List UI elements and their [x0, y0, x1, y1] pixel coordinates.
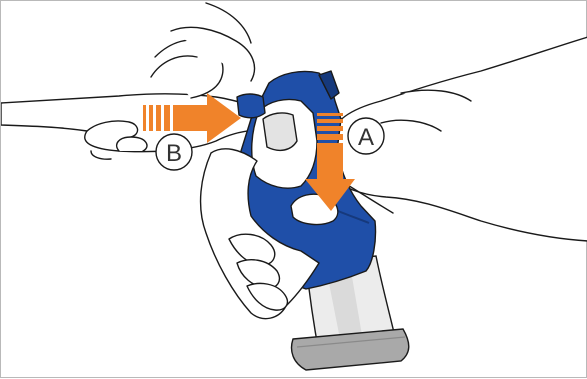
- callout-a-label: A: [358, 124, 374, 151]
- callout-a: A: [348, 118, 384, 154]
- callout-b: B: [156, 134, 192, 170]
- callout-b-label: B: [166, 140, 182, 167]
- upper-hand: [1, 3, 273, 159]
